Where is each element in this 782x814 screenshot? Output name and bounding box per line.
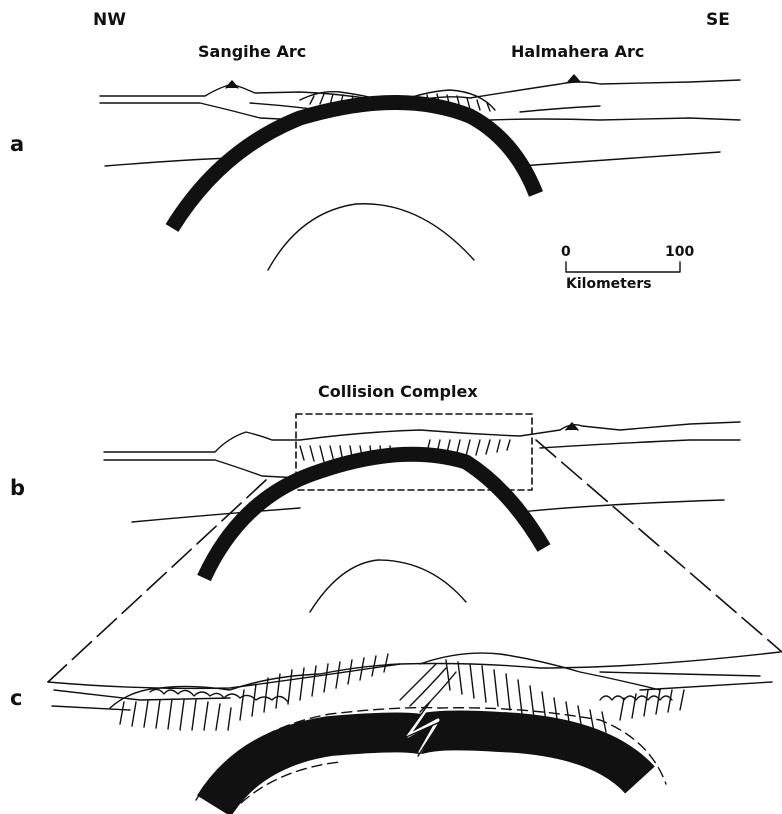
halmahera-arc-label: Halmahera Arc (511, 42, 644, 61)
scale-unit-label: Kilometers (566, 276, 652, 292)
scale-start-label: 0 (561, 244, 571, 260)
panel-b-section (48, 414, 782, 682)
panel-a-section (100, 75, 740, 270)
panel-c-section (48, 652, 780, 814)
se-direction-label: SE (706, 10, 730, 30)
scale-end-label: 100 (665, 244, 694, 260)
panel-b-label: b (10, 476, 25, 500)
nw-direction-label: NW (93, 10, 126, 30)
panel-c-label: c (10, 686, 22, 710)
panel-a-label: a (10, 132, 24, 156)
collision-complex-label: Collision Complex (318, 382, 478, 401)
sangihe-arc-label: Sangihe Arc (198, 42, 306, 61)
scale-bar (566, 262, 680, 272)
